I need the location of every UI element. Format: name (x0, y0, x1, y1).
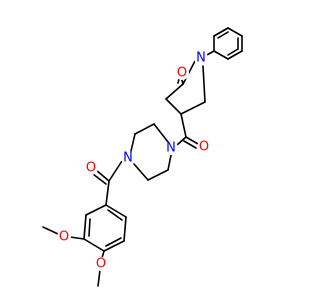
atom-label-n-piperazine-lower: N (123, 151, 133, 166)
bond-phenyl-e (227, 50, 243, 60)
bond-c5-n (202, 65, 206, 103)
atom-label-o-methoxy-lower: O (96, 257, 106, 272)
bond-aryl-d (103, 240, 125, 252)
bond-pip-b (134, 123, 155, 135)
atom-label-o-methoxy-upper: O (59, 230, 69, 245)
atom-o-amide-upper: O (197, 140, 211, 155)
bond-pip-a (153, 123, 169, 143)
bond-layer (42, 27, 243, 287)
atom-o-lactam: O (175, 66, 189, 81)
bond-carbonyl-o-lower-a (95, 169, 110, 182)
bond-aryl-db3 (107, 209, 123, 221)
bond-c2-c3 (165, 83, 184, 100)
atom-label-o-amide-upper: O (199, 140, 209, 155)
bond-phenyl-f (213, 50, 229, 60)
bond-co-lactam-a (181, 79, 184, 85)
bond-c3-c4 (165, 98, 182, 115)
bond-n-carbonyl-lower (108, 160, 123, 182)
atom-label-layer: O N O N N O O O (57, 51, 211, 272)
bond-ome-lower-ch3 (97, 269, 101, 287)
atom-label-o-amide-lower: O (86, 161, 96, 176)
bond-c4-carbonyl (180, 113, 187, 138)
atom-o-amide-lower: O (84, 161, 98, 176)
atom-o-methoxy-upper: O (57, 230, 71, 245)
atom-n-piperazine-upper: N (164, 141, 178, 156)
bond-carbonyl-aryl (105, 180, 110, 206)
bond-aryl-c (83, 238, 105, 252)
bond-phenyl-db2 (227, 48, 239, 56)
bond-co-lactam-b (177, 78, 180, 84)
atom-o-methoxy-lower: O (94, 257, 108, 272)
bond-pip-d (133, 163, 149, 181)
bond-aryl-db2 (105, 237, 122, 247)
bond-aryl-e (123, 216, 127, 242)
atom-label-n-piperazine-upper: N (166, 141, 176, 156)
atom-label-n-lactam: N (196, 51, 206, 66)
bond-carbonyl-o-a (185, 136, 199, 145)
bond-ome-upper-ch3 (42, 226, 59, 235)
bond-c4-c5 (180, 101, 206, 115)
structure-diagram: O N O N N O O O (42, 27, 243, 287)
bond-aryl-db1 (88, 218, 91, 237)
bond-aryl-ome-upper (69, 236, 85, 240)
bond-carbonyl-o-b (183, 140, 197, 149)
bond-aryl-ome-lower (101, 250, 105, 259)
atom-label-o-lactam: O (177, 66, 187, 81)
atom-n-piperazine-lower: N (121, 151, 135, 166)
bond-pip-f (167, 154, 172, 171)
bond-pip-e (147, 169, 169, 181)
bond-aryl-a (85, 204, 107, 216)
bond-phenyl-b-inner (215, 28, 227, 36)
bond-carbonyl-n (176, 136, 187, 146)
atom-n-lactam: N (194, 51, 208, 66)
bond-n-c2 (182, 60, 196, 85)
bond-carbonyl-o-lower-b (92, 173, 107, 185)
bond-aryl-f (105, 204, 127, 218)
bond-phenyl-db1 (217, 31, 229, 39)
bond-n-phenyl (206, 50, 215, 56)
bond-phenyl-c (227, 27, 243, 37)
bond-pip-c (130, 133, 136, 152)
bond-aryl-b (83, 214, 87, 240)
